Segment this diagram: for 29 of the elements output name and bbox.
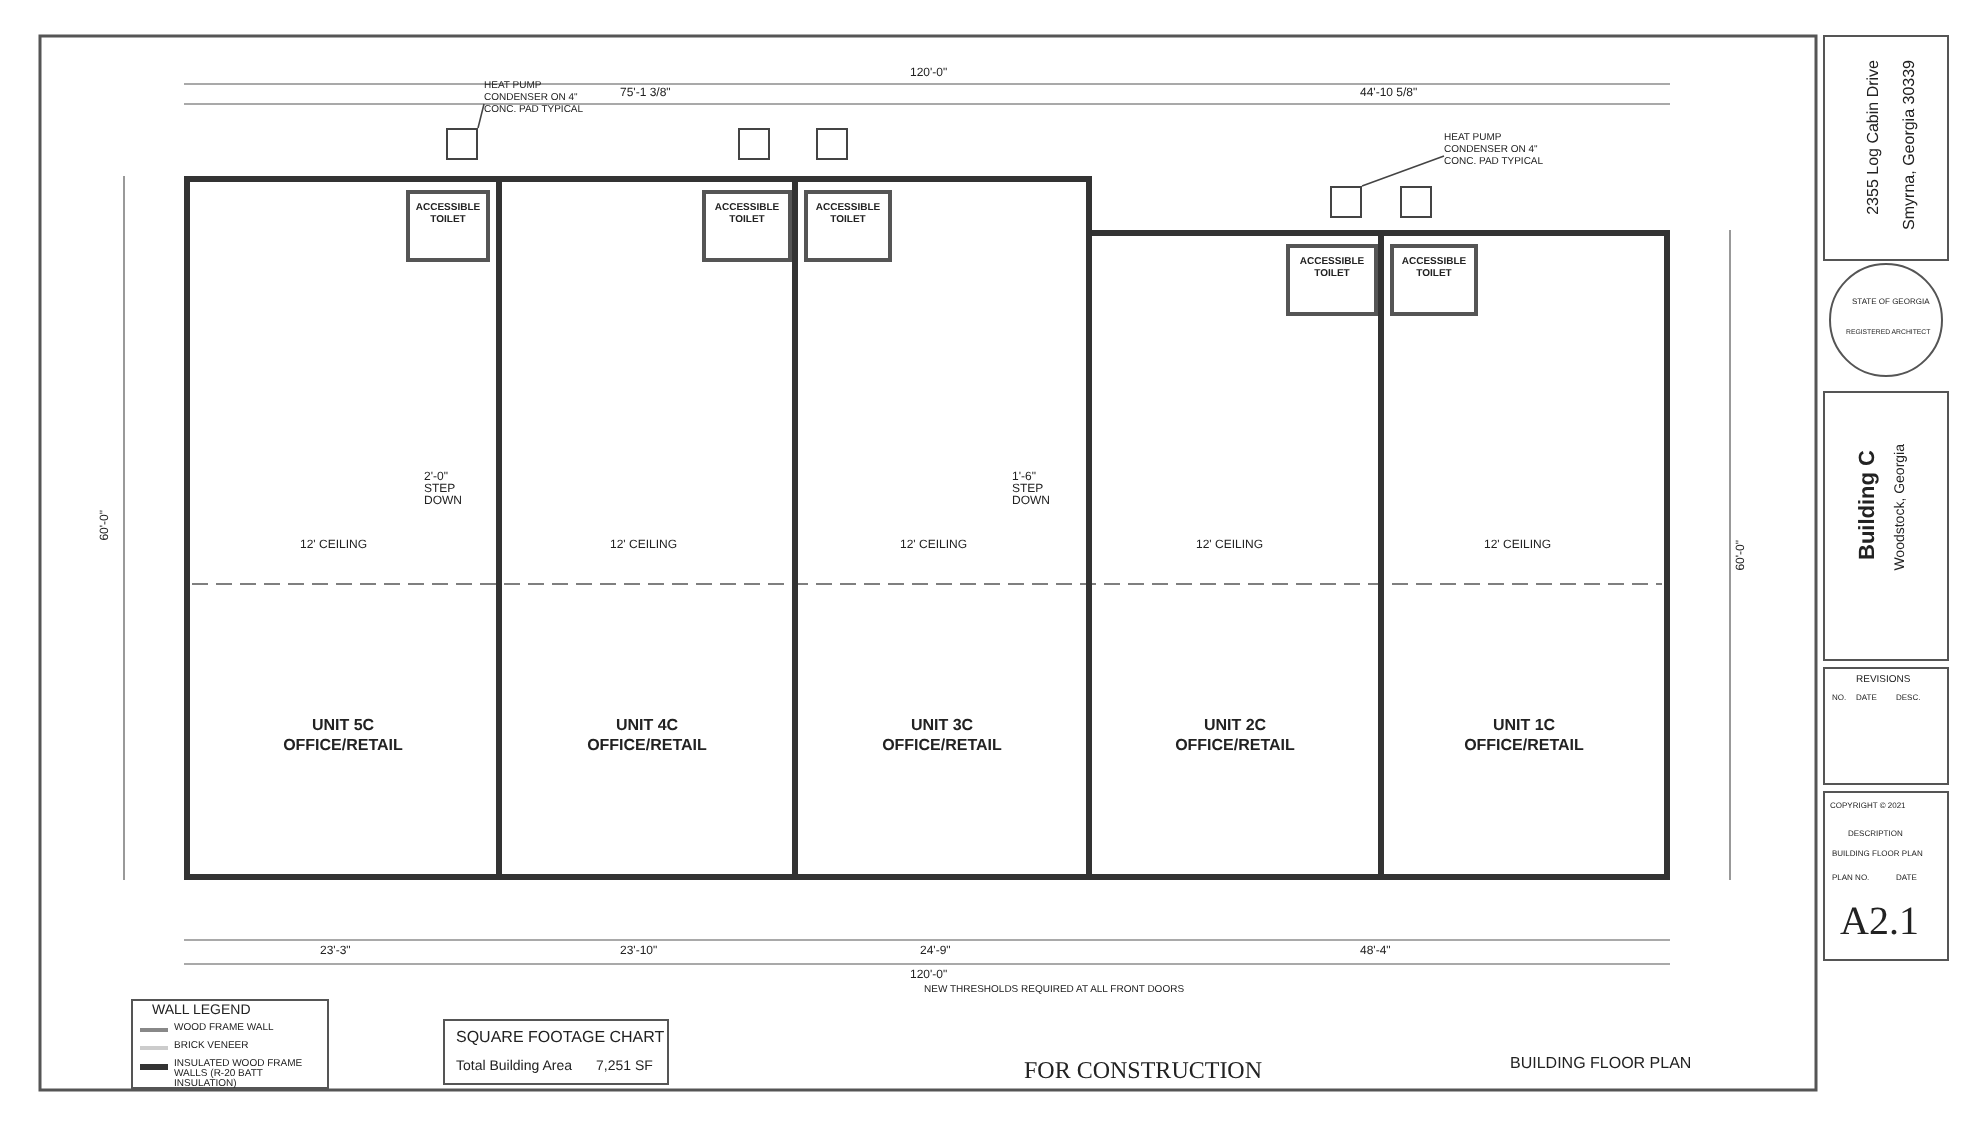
unit-room [184,176,502,880]
unit-name: UNIT 3C [908,716,976,734]
condenser-pad [446,128,478,160]
room-use-label: OFFICE/RETAIL [1462,736,1586,754]
unit-name: UNIT 2C [1201,716,1269,734]
room-use-label: OFFICE/RETAIL [880,736,1004,754]
condenser-pad [816,128,848,160]
condenser-pad [1330,186,1362,218]
chart-title: SQUARE FOOTAGE CHART [456,1028,665,1046]
leader-line [477,103,485,129]
condenser-pad [1400,186,1432,218]
drawing-title: BUILDING FLOOR PLAN [1510,1054,1692,1072]
unit-room [1378,230,1670,880]
unit-room [792,176,1092,880]
address-text: 2355 Log Cabin Drive [1864,60,1882,215]
leader-line [1361,155,1445,187]
room-use-label: OFFICE/RETAIL [585,736,709,754]
unit-room [496,176,798,880]
room-use-label: OFFICE/RETAIL [281,736,405,754]
unit-room [1086,230,1384,880]
unit-name: UNIT 5C [309,716,377,734]
caption-text: FOR CONSTRUCTION [1024,1056,1263,1086]
sheet-number: A2.1 [1840,900,1919,946]
condenser-pad [738,128,770,160]
unit-name: UNIT 4C [613,716,681,734]
unit-name: UNIT 1C [1490,716,1558,734]
room-use-label: OFFICE/RETAIL [1173,736,1297,754]
building-name: Building C [1856,450,1880,560]
address-text: Smyrna, Georgia 30339 [1900,60,1918,230]
